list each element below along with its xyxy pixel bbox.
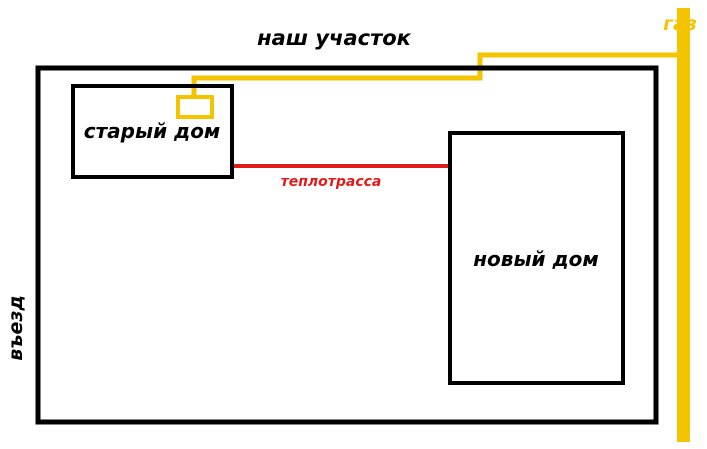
plot-boundary xyxy=(35,65,659,425)
heat-line-label: теплотрасса xyxy=(281,174,382,190)
new-house-label: новый дом xyxy=(473,247,599,271)
gas-meter-box xyxy=(176,95,214,119)
old-house-label: старый дом xyxy=(84,119,221,143)
entrance-label: въезд xyxy=(5,295,27,361)
plot-label: наш участок xyxy=(257,26,412,50)
old-house xyxy=(71,84,234,179)
gas-branch-pipe xyxy=(191,52,683,98)
gas-label: газ xyxy=(663,13,697,35)
new-house xyxy=(448,131,625,385)
gas-main-pipe xyxy=(677,8,690,442)
